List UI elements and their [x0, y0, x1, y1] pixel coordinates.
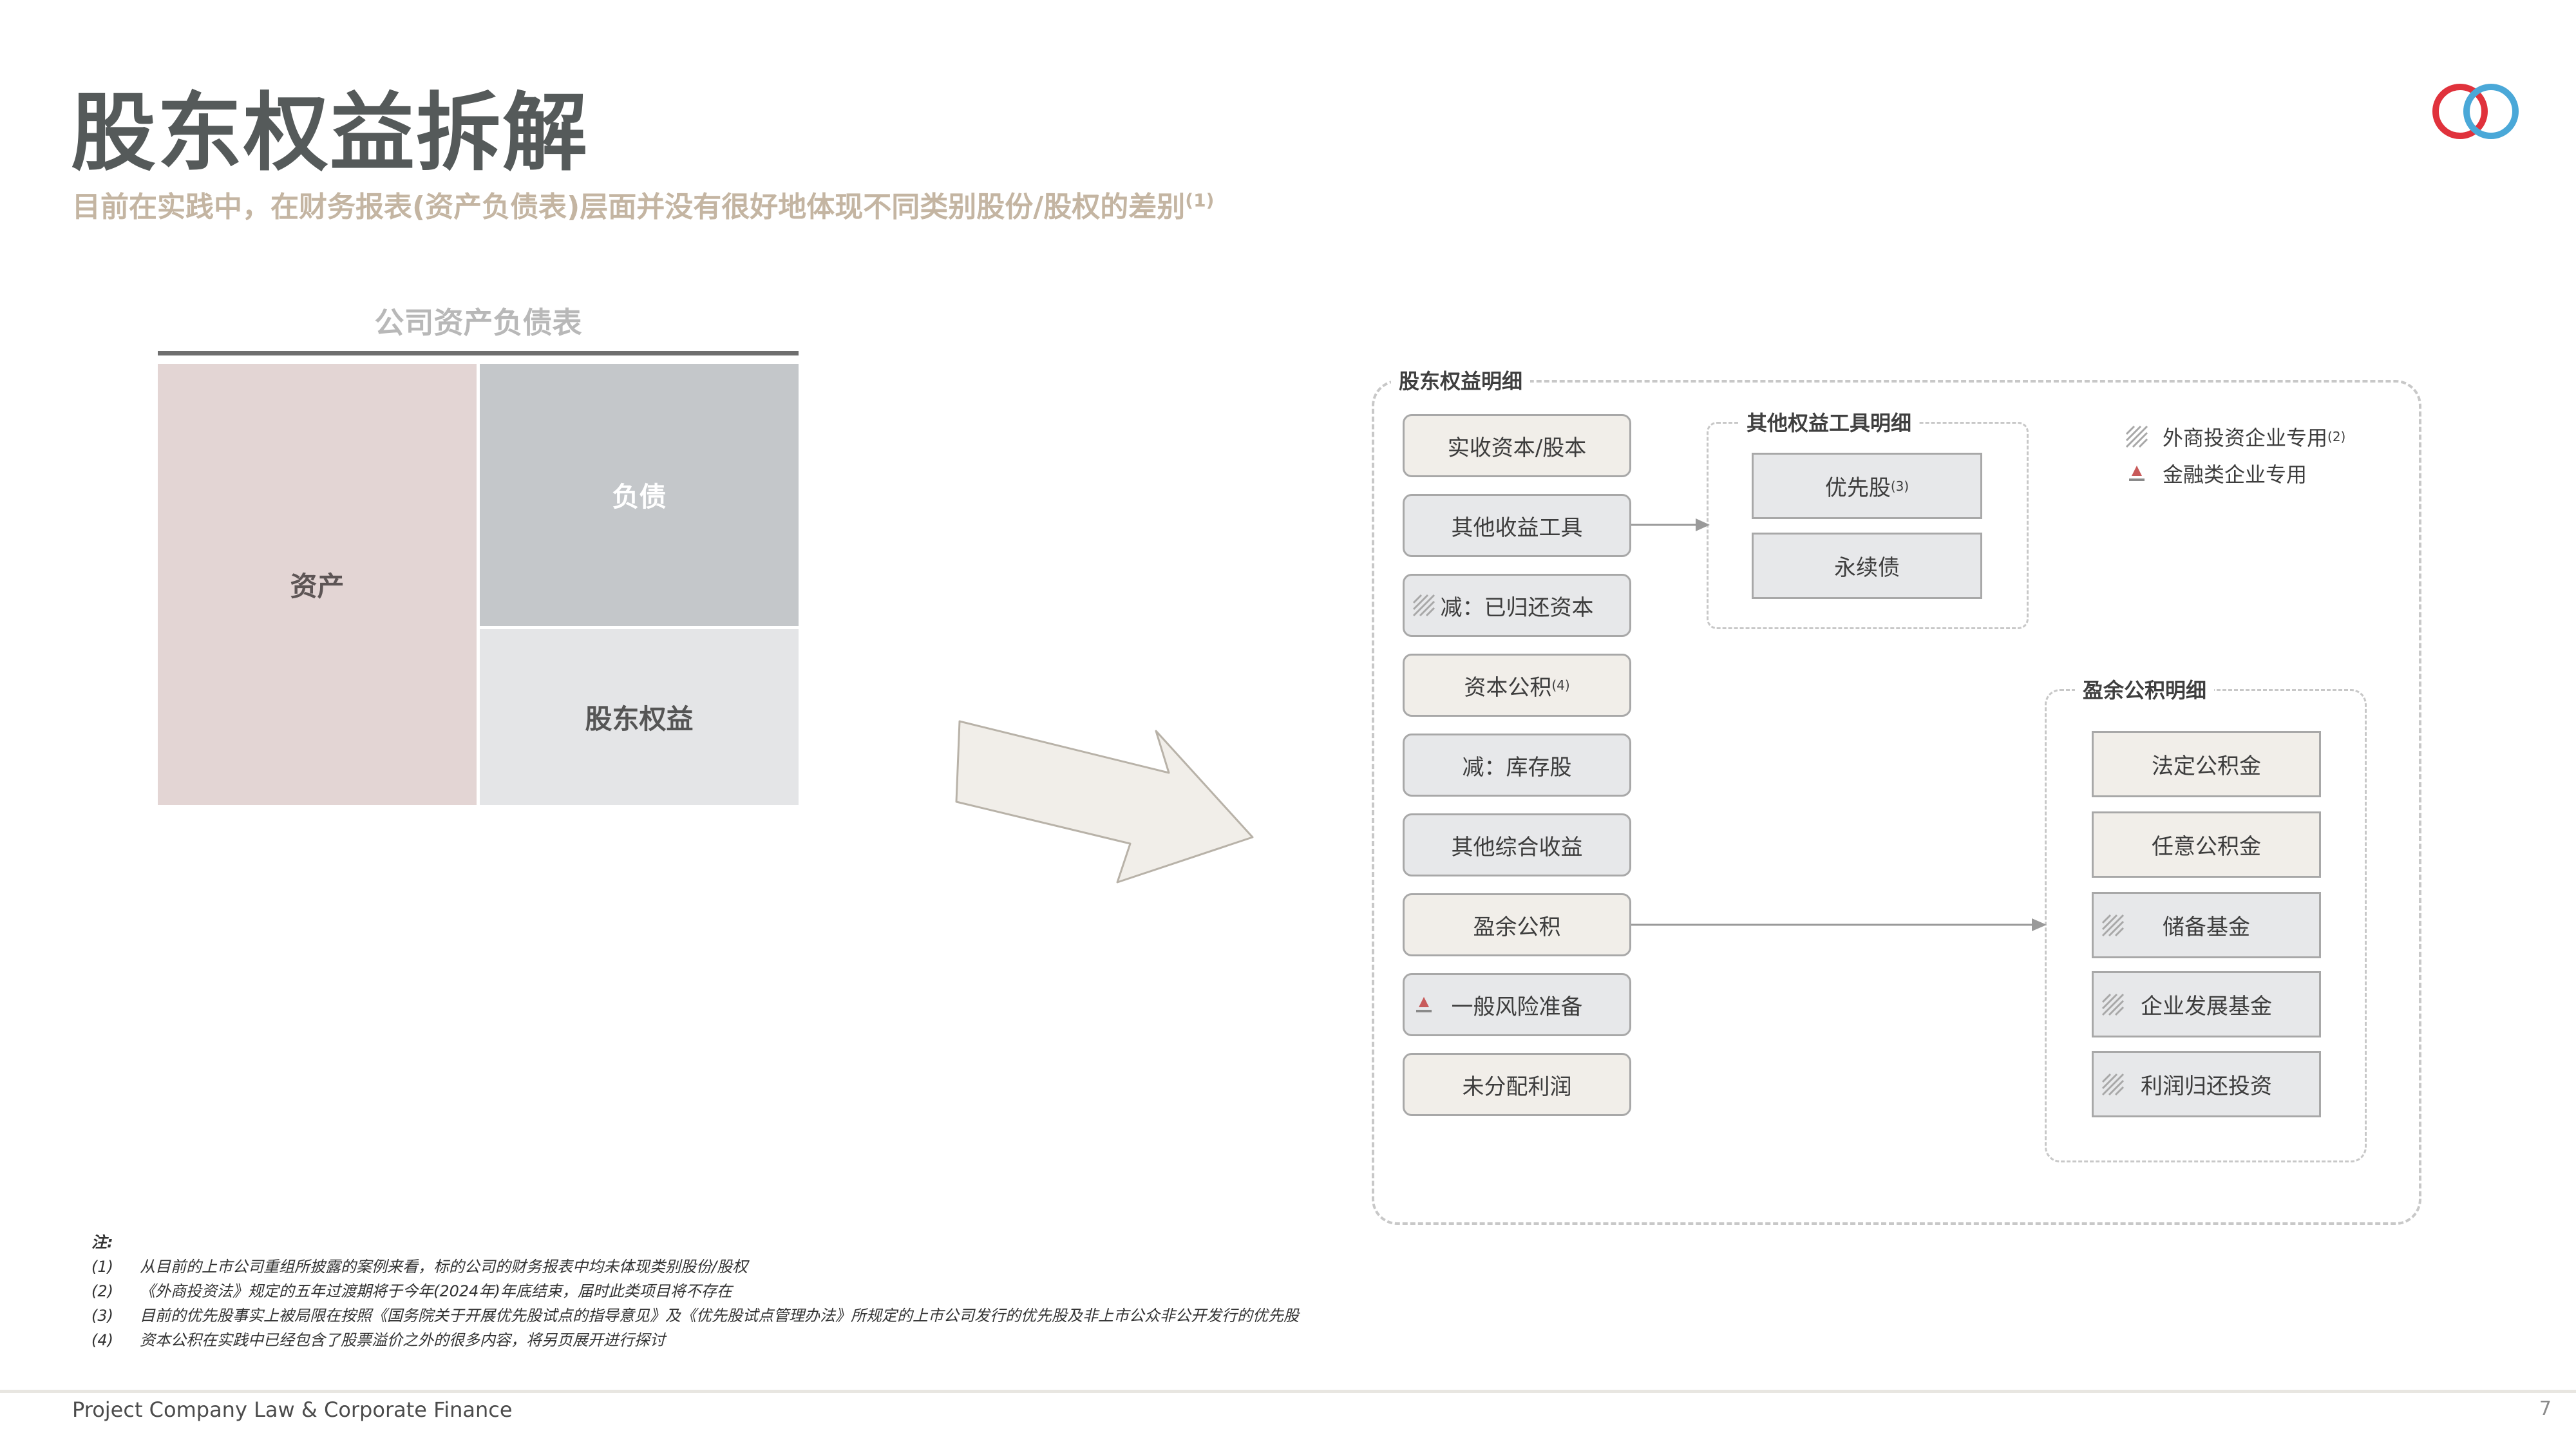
footnotes: 注: (1)从目前的上市公司重组所披露的案例来看，标的公司的财务报表中均未体现类…	[91, 1230, 1299, 1352]
surplus-item-development-fund: 企业发展基金	[2092, 971, 2321, 1037]
page-subtitle: 目前在实践中，在财务报表(资产负债表)层面并没有很好地体现不同类别股份/股权的差…	[72, 184, 1214, 225]
foreign-investment-hatch-icon	[2101, 993, 2125, 1016]
foreign-investment-hatch-icon	[2101, 1073, 2125, 1095]
balance-sheet-rule	[158, 351, 799, 355]
footnote-item: (1)从目前的上市公司重组所披露的案例来看，标的公司的财务报表中均未体现类别股份…	[91, 1258, 748, 1276]
equity-detail-box	[1372, 380, 2421, 1225]
equity-item-returned-capital: 减：已归还资本	[1403, 574, 1631, 637]
equity-item-other-comprehensive-income: 其他综合收益	[1403, 813, 1631, 876]
footnote-item: (3)目前的优先股事实上被局限在按照《国务院关于开展优先股试点的指导意见》及《优…	[91, 1307, 1299, 1325]
other-equity-tools-label: 其他权益工具明细	[1739, 407, 1920, 437]
equity-detail-label: 股东权益明细	[1391, 365, 1531, 395]
foreign-investment-hatch-icon	[2101, 914, 2125, 936]
surplus-item-profit-return: 利润归还投资	[2092, 1051, 2321, 1117]
balance-sheet-equity: 股东权益	[480, 629, 799, 805]
other-equity-item-perpetual-bond: 永续债	[1752, 533, 1982, 599]
financial-enterprise-icon	[2129, 466, 2145, 481]
legend-foreign: 外商投资企业专用(2)	[2125, 422, 2345, 451]
connector-arrow-other-tools	[1631, 518, 1710, 531]
footnote-item: (4)资本公积在实践中已经包含了股票溢价之外的很多内容，将另页展开进行探讨	[91, 1331, 665, 1349]
page-number: 7	[2539, 1397, 2552, 1420]
footnotes-heading: 注:	[91, 1233, 113, 1251]
other-equity-item-preferred-stock: 优先股(3)	[1752, 453, 1982, 519]
balance-sheet-title: 公司资产负债表	[374, 305, 582, 340]
surplus-item-reserve-fund: 储备基金	[2092, 892, 2321, 958]
page-title: 股东权益拆解	[71, 84, 589, 183]
footnote-item: (2)《外商投资法》规定的五年过渡期将于今年(2024年)年底结束，届时此类项目…	[91, 1282, 732, 1300]
subtitle-footnote: (1)	[1185, 189, 1215, 211]
surplus-reserve-label: 盈余公积明细	[2075, 674, 2215, 704]
surplus-item-statutory: 法定公积金	[2092, 731, 2321, 797]
big-right-arrow-icon	[955, 720, 1254, 884]
equity-item-treasury-stock: 减：库存股	[1403, 734, 1631, 797]
balance-sheet-liabilities: 负债	[480, 364, 799, 626]
equity-item-undistributed-profit: 未分配利润	[1403, 1053, 1631, 1116]
equity-item-capital-reserve: 资本公积(4)	[1403, 654, 1631, 717]
surplus-item-discretionary: 任意公积金	[2092, 811, 2321, 878]
foreign-investment-hatch-icon	[2125, 425, 2148, 448]
equity-item-paid-in-capital: 实收资本/股本	[1403, 414, 1631, 477]
connector-arrow-surplus	[1631, 918, 2047, 931]
foreign-investment-hatch-icon	[1412, 594, 1435, 617]
balance-sheet-assets: 资产	[158, 364, 477, 805]
brand-logo-icon	[2432, 84, 2519, 139]
equity-item-general-risk-reserve: 一般风险准备	[1403, 973, 1631, 1036]
footer-text: Project Company Law & Corporate Finance	[72, 1397, 513, 1422]
equity-item-other-income-tools: 其他收益工具	[1403, 494, 1631, 557]
equity-item-surplus-reserve: 盈余公积	[1403, 893, 1631, 956]
subtitle-text: 目前在实践中，在财务报表(资产负债表)层面并没有很好地体现不同类别股份/股权的差…	[72, 191, 1186, 223]
footer-divider	[0, 1390, 2576, 1393]
legend-financial: 金融类企业专用	[2125, 459, 2307, 488]
financial-enterprise-icon	[1416, 997, 1432, 1012]
